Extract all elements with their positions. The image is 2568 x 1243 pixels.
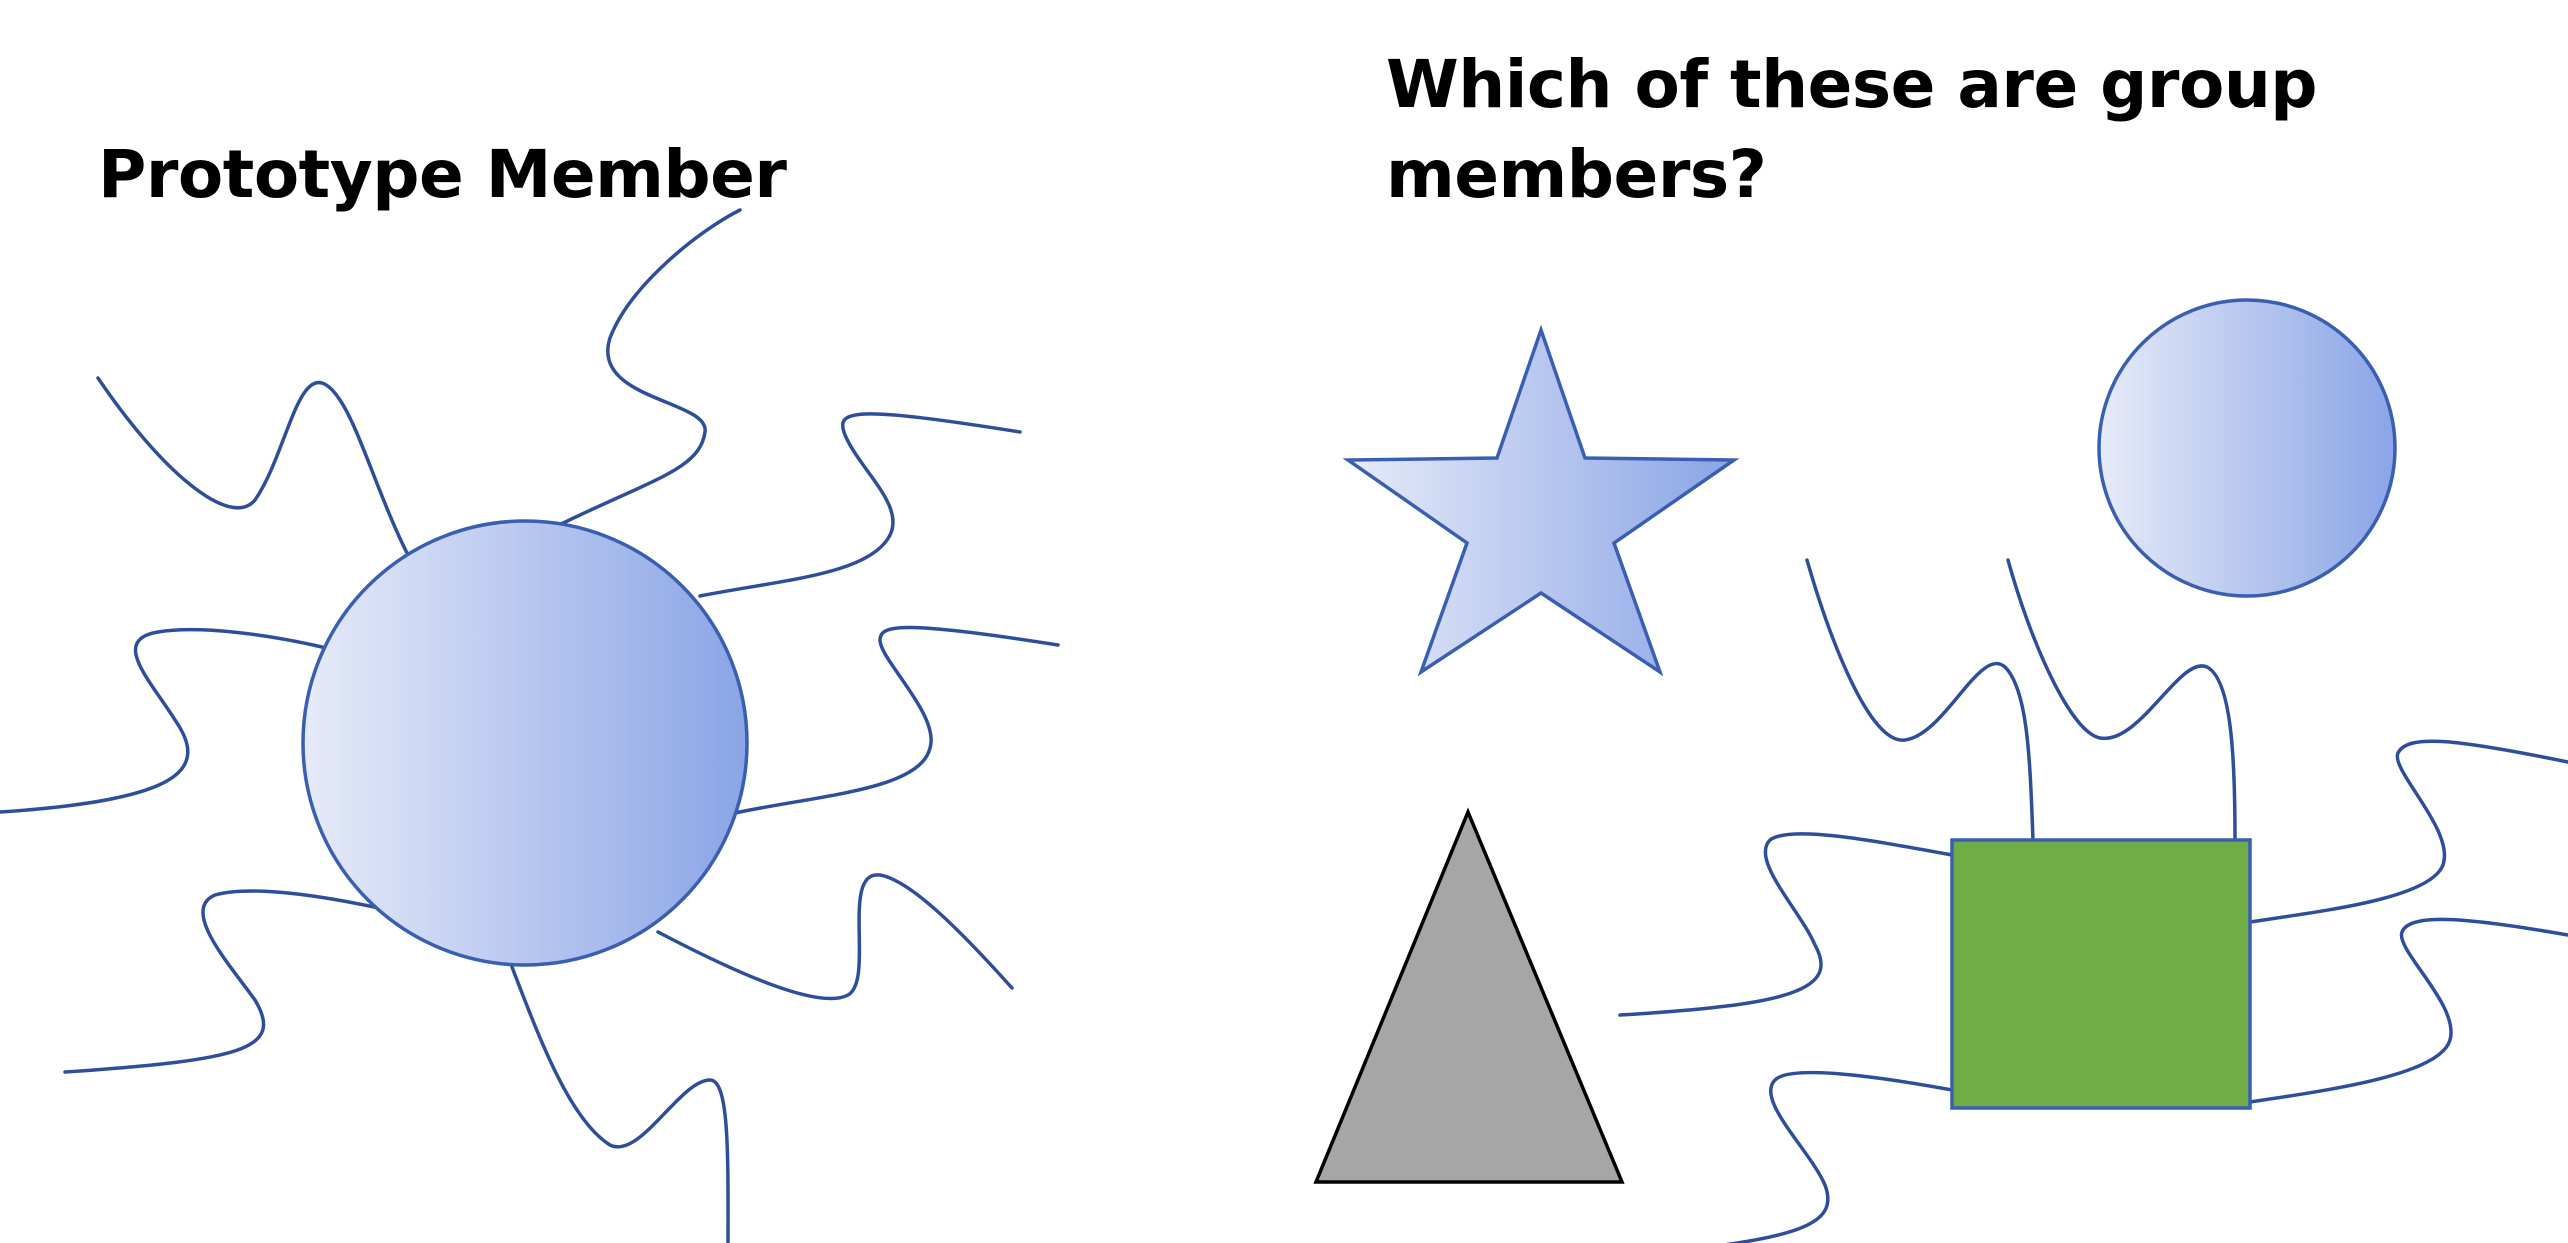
- square-wave-right-lower: [2248, 917, 2568, 1104]
- wave-line-upper-left: [96, 376, 410, 557]
- question-title: Which of these are group members?: [1386, 40, 2318, 220]
- small-circle-shape: [2097, 298, 2397, 598]
- prototype-circle: [301, 519, 749, 967]
- candidate-square-member: [1618, 558, 2568, 1243]
- triangle-shape: [1313, 807, 1625, 1184]
- wave-line-upper-right: [698, 412, 1022, 598]
- prototype-wavy-lines: [0, 208, 1060, 1243]
- wave-line-right: [733, 625, 1060, 815]
- square-wavy-lines: [1618, 558, 2568, 1243]
- square-wave-top-right: [2006, 558, 2237, 842]
- prototype-member: [0, 208, 1060, 1243]
- candidate-triangle: [1313, 807, 1625, 1184]
- candidate-circle: [2097, 298, 2397, 598]
- square-wave-right-upper: [2248, 739, 2568, 924]
- green-square-shape: [1950, 838, 2252, 1110]
- question-line-2: members?: [1386, 136, 1767, 213]
- star-shape: [1342, 324, 1740, 677]
- wave-line-bottom: [510, 965, 730, 1243]
- prototype-title-text: Prototype Member: [98, 136, 787, 213]
- prototype-title: Prototype Member: [98, 130, 787, 220]
- candidate-star: [1342, 324, 1740, 677]
- wave-line-left: [0, 627, 324, 814]
- wave-line-top: [553, 208, 742, 529]
- question-line-1: Which of these are group: [1386, 46, 2318, 123]
- square-wave-left-lower: [1725, 1070, 1954, 1243]
- square-wave-top-left: [1805, 558, 2035, 842]
- wave-line-lower-right: [656, 873, 1014, 1001]
- wave-line-lower-left: [63, 889, 390, 1074]
- square-wave-left-upper: [1618, 832, 1954, 1017]
